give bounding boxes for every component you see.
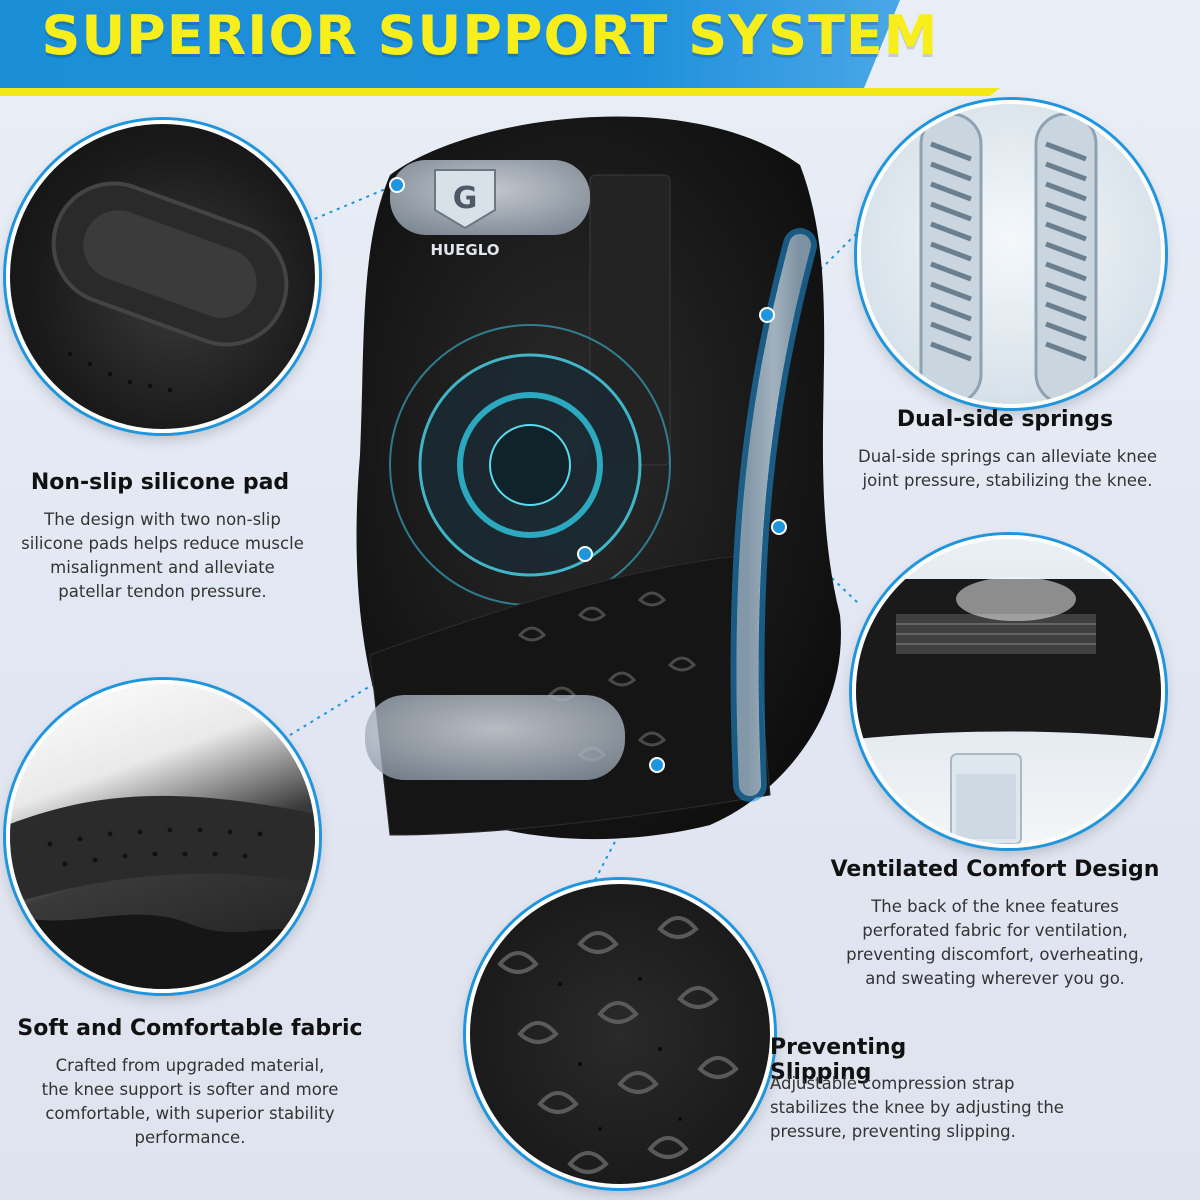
feature-title-slipping: Preventing Slipping xyxy=(770,1035,907,1085)
brand-name: HUEGLO xyxy=(430,241,499,259)
feature-desc-springs: Dual-side springs can alleviate knee joi… xyxy=(857,447,1158,490)
marker-dot-springs xyxy=(759,307,775,323)
springs-closeup-art xyxy=(919,112,1098,404)
ventilated-closeup-image xyxy=(852,535,1165,848)
slipping-closeup-image xyxy=(466,880,774,1188)
knee-brace-illustration: G HUEGLO xyxy=(356,116,841,840)
feature-desc-silicone-pad: The design with two non-slip silicone pa… xyxy=(21,510,304,601)
patella-inner-ring xyxy=(457,392,603,538)
marker-dot-silicone xyxy=(389,177,405,193)
feature-desc-slipping: Adjustable compression strap stabilizes … xyxy=(770,1074,1064,1141)
patella-core xyxy=(489,424,571,506)
silicone-pad-closeup-art xyxy=(51,181,289,392)
leader-silicone-pad xyxy=(299,184,396,226)
fabric-closeup-image xyxy=(6,680,319,993)
marker-dot-slipping xyxy=(649,757,665,773)
feature-title-fabric: Soft and Comfortable fabric xyxy=(17,1016,363,1041)
ventilated-closeup-art xyxy=(856,577,1161,844)
banner-accent-stripe xyxy=(0,88,1000,96)
feature-desc-ventilated: The back of the knee features perforated… xyxy=(846,897,1144,988)
fabric-closeup-art xyxy=(10,795,315,989)
bottom-silicone-pad xyxy=(365,695,625,780)
spring-coils xyxy=(736,234,811,796)
slipping-closeup-art xyxy=(497,916,739,1174)
feature-title-silicone-pad: Non-slip silicone pad xyxy=(30,470,290,495)
svg-text:G: G xyxy=(453,181,478,216)
marker-dot-fabric xyxy=(577,546,593,562)
silicone-pad-closeup-image xyxy=(6,120,319,433)
title-banner xyxy=(0,0,900,88)
brand-logo: G xyxy=(434,169,496,230)
springs-closeup-image xyxy=(857,100,1165,408)
leader-fabric xyxy=(289,554,586,736)
marker-dot-ventilated xyxy=(771,519,787,535)
page-title: SUPERIOR SUPPORT SYSTEM xyxy=(41,4,939,67)
feature-title-ventilated: Ventilated Comfort Design xyxy=(830,857,1160,882)
feature-title-springs: Dual-side springs xyxy=(896,407,1114,432)
feature-desc-fabric: Crafted from upgraded material, the knee… xyxy=(41,1056,339,1147)
